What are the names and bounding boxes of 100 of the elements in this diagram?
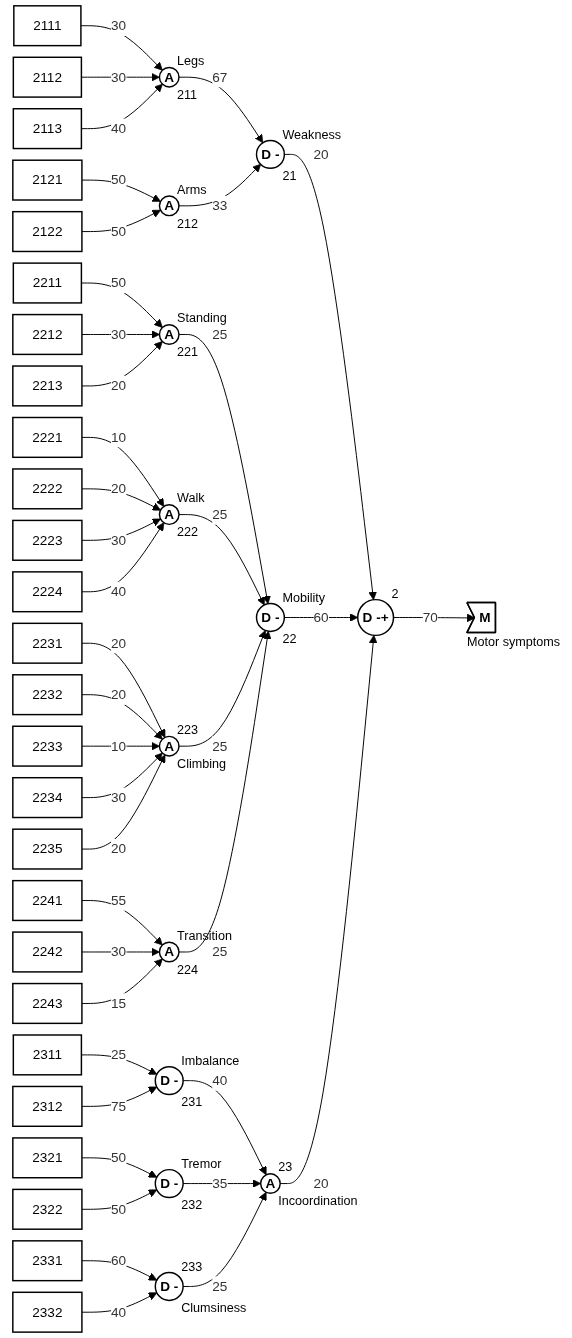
- node-box: 2211: [12, 262, 82, 304]
- edge-label: 20: [110, 377, 126, 394]
- edge-label: 50: [110, 171, 126, 188]
- node-circle: A: [158, 504, 180, 526]
- node-caption: 21: [281, 168, 296, 183]
- node-circle: A: [158, 66, 180, 88]
- node-caption: Weakness: [281, 127, 341, 142]
- edge-label: 55: [110, 892, 126, 908]
- node-circle: A: [259, 1173, 281, 1195]
- node-circle: A: [158, 735, 180, 757]
- node-box: 2235: [11, 828, 83, 870]
- edge-label: 20: [110, 686, 126, 702]
- node-box: 2243: [11, 982, 83, 1025]
- edge-label: 30: [110, 68, 126, 85]
- node-caption: Motor symptoms: [466, 635, 560, 650]
- node-caption: 212: [176, 216, 198, 231]
- edge-label: 33: [211, 197, 227, 214]
- node-caption: Standing: [176, 311, 227, 326]
- edge-label: 20: [313, 146, 329, 162]
- node-caption: Arms: [176, 182, 206, 197]
- node-circle: D -: [255, 602, 285, 633]
- node-caption: 223: [176, 723, 198, 737]
- edge-label: 40: [110, 120, 126, 136]
- node-box: 2312: [11, 1085, 83, 1127]
- node-caption: Legs: [176, 54, 204, 69]
- edge-label: 40: [110, 583, 126, 600]
- edge-label: 70: [422, 609, 438, 625]
- node-box: 2321: [11, 1137, 83, 1179]
- node-caption: Imbalance: [180, 1053, 239, 1068]
- node-circle: D -: [154, 1168, 184, 1199]
- node-box: 2242: [11, 931, 83, 973]
- node-box: 2221: [11, 416, 83, 459]
- node-circle: D -: [154, 1066, 184, 1096]
- node-box: 2241: [11, 879, 83, 922]
- node-box: 2113: [12, 108, 82, 150]
- node-caption: 233: [180, 1259, 202, 1274]
- edge-label: 50: [110, 1149, 126, 1166]
- node-circle: A: [158, 941, 180, 963]
- node-caption: Clumsiness: [180, 1301, 246, 1316]
- node-box: 2233: [11, 725, 83, 767]
- node-box: 2322: [11, 1188, 83, 1230]
- node-box: 2212: [11, 313, 83, 356]
- edge-label: 40: [110, 1303, 126, 1320]
- node-caption: Walk: [176, 491, 205, 506]
- edge-label: 25: [211, 943, 227, 960]
- node-caption: 221: [176, 345, 198, 360]
- edge-label: 25: [110, 1046, 126, 1063]
- node-circle: D -+: [356, 598, 394, 637]
- edge-label: 25: [211, 737, 227, 754]
- node-caption: 232: [180, 1198, 202, 1213]
- edge-label: 25: [211, 326, 227, 342]
- node-box: 2223: [11, 519, 83, 561]
- edge-label: 30: [110, 326, 126, 342]
- node-box: 2234: [11, 777, 83, 819]
- node-circle: D -: [255, 139, 285, 170]
- node-caption: 211: [176, 88, 197, 103]
- edge-label: 30: [110, 943, 126, 960]
- node-box: 2224: [11, 571, 83, 613]
- node-caption: Tremor: [180, 1156, 221, 1171]
- edge-label: 30: [110, 789, 126, 805]
- node-caption: 231: [180, 1095, 202, 1110]
- node-box: 2121: [11, 159, 83, 201]
- edge-label: 20: [110, 634, 126, 651]
- edge-label: 20: [110, 480, 126, 497]
- node-caption: 22: [281, 632, 296, 647]
- edge-label: 10: [110, 737, 126, 754]
- node-box: 2331: [11, 1240, 83, 1282]
- node-circle: A: [158, 323, 180, 345]
- node-caption: 23: [277, 1160, 292, 1175]
- edge-label: 50: [110, 1201, 126, 1217]
- node-caption: Mobility: [281, 590, 325, 605]
- node-caption: 222: [176, 525, 198, 540]
- edge-label: 30: [110, 17, 126, 34]
- edge-label: 50: [110, 223, 126, 239]
- edge-label: 60: [110, 1252, 126, 1269]
- edge-label: 20: [313, 1175, 329, 1191]
- edge-label: 75: [110, 1098, 126, 1114]
- node-circle: D -: [154, 1271, 184, 1302]
- edge-label: 10: [110, 429, 126, 445]
- edge-label: 25: [211, 506, 227, 522]
- edge-label: 60: [313, 609, 329, 625]
- edge-label: 15: [110, 995, 126, 1011]
- node-caption: Climbing: [176, 757, 226, 771]
- node-circle: A: [158, 195, 180, 217]
- node-caption: 2: [391, 586, 399, 601]
- node-box: 2112: [12, 56, 82, 98]
- node-box: 2232: [11, 674, 83, 716]
- node-caption: 224: [176, 962, 198, 977]
- node-box: 2231: [11, 622, 83, 664]
- node-box: 2311: [12, 1034, 82, 1076]
- edge-label: 35: [211, 1175, 227, 1191]
- edge-label: 20: [110, 840, 126, 857]
- edge-label: 67: [211, 68, 227, 85]
- node-box: 2332: [11, 1291, 83, 1333]
- edge-label: 50: [110, 274, 126, 291]
- edge-label: 30: [110, 532, 126, 548]
- node-box: 2213: [11, 365, 83, 407]
- node-box: 2111: [12, 5, 82, 47]
- node-box: 2222: [11, 468, 83, 510]
- edge-label: 25: [211, 1278, 227, 1294]
